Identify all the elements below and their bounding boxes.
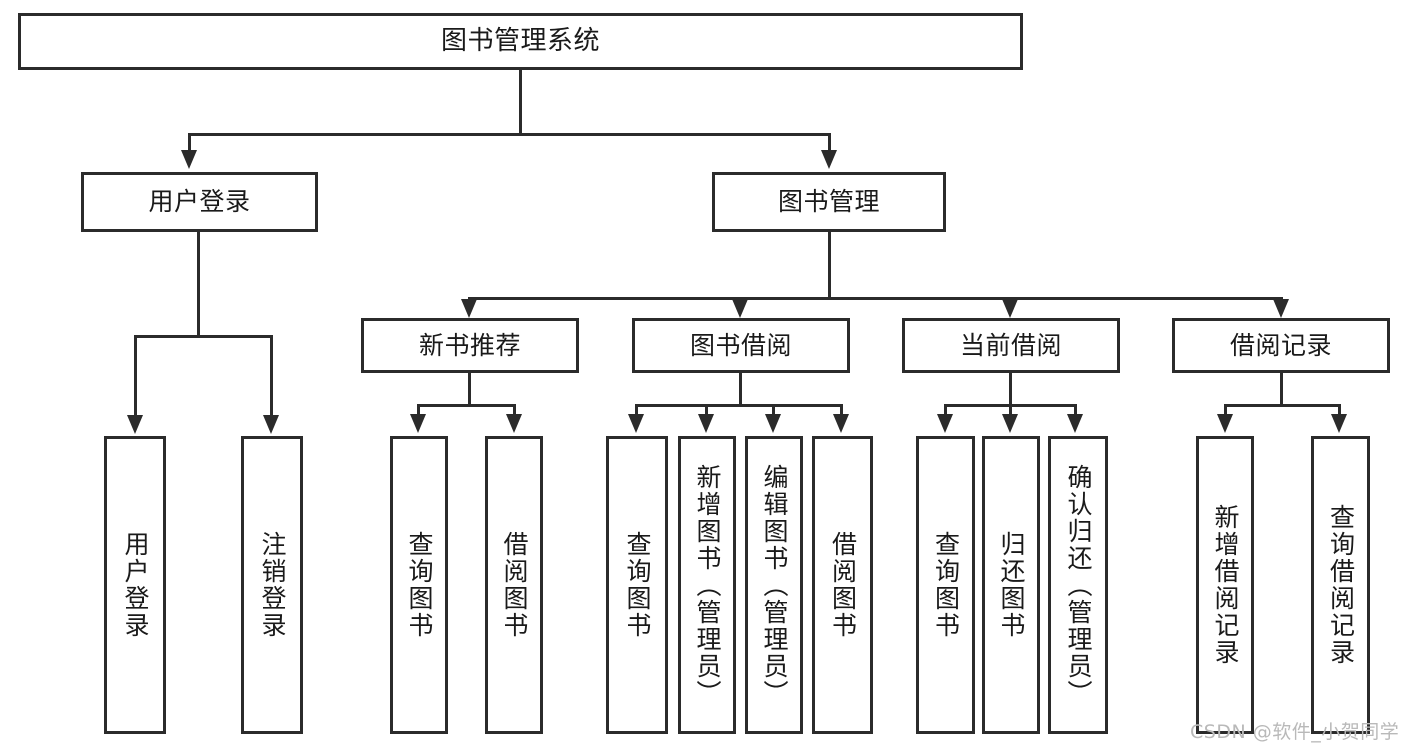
edge-records-bus — [1224, 404, 1341, 407]
edge-records-stem — [1280, 373, 1283, 406]
node-root-system[interactable]: 图书管理系统 — [18, 13, 1023, 70]
arrowhead-current-return — [1002, 414, 1018, 433]
edge-current-to-leaf-1 — [944, 404, 947, 418]
node-label: 查询图书 — [931, 531, 961, 639]
arrowhead-borrow — [732, 299, 748, 318]
leaf-current-return[interactable]: 归还图书 — [982, 436, 1040, 734]
node-borrow-records[interactable]: 借阅记录 — [1172, 318, 1390, 373]
leaf-borrow-edit-book[interactable]: 编辑图书（管理员） — [745, 436, 803, 734]
edge-root-bus — [188, 133, 831, 136]
node-label: 借阅图书 — [500, 531, 529, 639]
arrowhead-leaf-logout — [263, 415, 279, 434]
arrowhead-leaf-user-login — [127, 415, 143, 434]
arrowhead-borrow-lend — [833, 414, 849, 433]
node-label: 用户登录 — [148, 187, 251, 217]
edge-current-to-leaf-3 — [1074, 404, 1077, 418]
leaf-borrow-add-book[interactable]: 新增图书（管理员） — [678, 436, 736, 734]
arrowhead-current-confirm — [1067, 414, 1083, 433]
leaf-records-query[interactable]: 查询借阅记录 — [1311, 436, 1370, 734]
edge-user-login-bus — [134, 335, 273, 338]
node-label: 查询图书 — [623, 531, 652, 639]
arrowhead-new-books-borrow — [506, 414, 522, 433]
node-label: 编辑图书（管理员） — [760, 463, 789, 707]
edge-new-books-to-leaf-1 — [417, 404, 420, 418]
node-label: 注销登录 — [258, 531, 287, 639]
edge-root-stem — [519, 70, 522, 133]
arrowhead-new-books — [461, 299, 477, 318]
node-label: 新书推荐 — [418, 330, 521, 360]
node-user-login[interactable]: 用户登录 — [81, 172, 318, 232]
arrowhead-new-books-query — [410, 414, 426, 433]
node-label: 查询图书 — [405, 531, 434, 639]
node-label: 图书借阅 — [689, 330, 792, 360]
node-label: 归还图书 — [997, 531, 1026, 639]
node-new-book-recommend[interactable]: 新书推荐 — [361, 318, 579, 373]
edge-book-mgmt-stem — [828, 232, 831, 297]
node-label: 查询借阅记录 — [1326, 504, 1356, 666]
leaf-current-confirm-return[interactable]: 确认归还（管理员） — [1048, 436, 1108, 734]
arrowhead-records-add — [1217, 414, 1233, 433]
edge-root-to-book-mgmt — [828, 133, 831, 152]
arrowhead-records-query — [1331, 414, 1347, 433]
edge-root-to-user-login — [188, 133, 191, 152]
leaf-new-books-query[interactable]: 查询图书 — [390, 436, 448, 734]
edge-borrow-to-leaf-3 — [772, 404, 775, 418]
edge-records-to-leaf-1 — [1224, 404, 1227, 418]
leaf-new-books-borrow[interactable]: 借阅图书 — [485, 436, 543, 734]
arrowhead-records — [1273, 299, 1289, 318]
edge-book-mgmt-bus — [468, 297, 1283, 300]
edge-borrow-to-leaf-1 — [635, 404, 638, 418]
node-label: 借阅图书 — [828, 531, 858, 639]
csdn-watermark: CSDN @软件_小贺同学 — [1190, 721, 1400, 743]
leaf-borrow-lend-book[interactable]: 借阅图书 — [812, 436, 873, 734]
edge-current-to-leaf-2 — [1009, 404, 1012, 418]
edge-new-books-stem — [468, 373, 471, 406]
edge-user-login-stem — [197, 232, 200, 335]
node-book-borrow[interactable]: 图书借阅 — [632, 318, 850, 373]
edge-borrow-to-leaf-2 — [705, 404, 708, 418]
arrowhead-borrow-query — [628, 414, 644, 433]
edge-current-stem — [1009, 373, 1012, 406]
edge-user-login-to-leaf-1 — [134, 335, 137, 417]
node-label: 确认归还（管理员） — [1064, 463, 1093, 707]
arrowhead-user-login — [181, 150, 197, 169]
arrowhead-current — [1002, 299, 1018, 318]
leaf-current-query[interactable]: 查询图书 — [916, 436, 975, 734]
edge-records-to-leaf-2 — [1338, 404, 1341, 418]
node-current-borrow[interactable]: 当前借阅 — [902, 318, 1120, 373]
leaf-user-login[interactable]: 用户登录 — [104, 436, 166, 734]
node-book-management[interactable]: 图书管理 — [712, 172, 946, 232]
arrowhead-borrow-edit — [765, 414, 781, 433]
node-label: 新增借阅记录 — [1211, 504, 1240, 666]
arrowhead-borrow-add — [698, 414, 714, 433]
edge-borrow-to-leaf-4 — [840, 404, 843, 418]
edge-new-books-bus — [417, 404, 516, 407]
edge-borrow-stem — [739, 373, 742, 406]
node-label: 新增图书（管理员） — [693, 463, 722, 707]
node-label: 图书管理系统 — [440, 26, 600, 57]
arrowhead-current-query — [937, 414, 953, 433]
edge-user-login-to-leaf-2 — [270, 335, 273, 417]
node-label: 图书管理 — [777, 187, 880, 217]
node-label: 用户登录 — [121, 531, 150, 639]
arrowhead-book-mgmt — [821, 150, 837, 169]
leaf-logout[interactable]: 注销登录 — [241, 436, 303, 734]
edge-borrow-bus — [635, 404, 843, 407]
node-label: 当前借阅 — [959, 330, 1062, 360]
leaf-borrow-query[interactable]: 查询图书 — [606, 436, 668, 734]
node-label: 借阅记录 — [1229, 330, 1332, 360]
leaf-records-add[interactable]: 新增借阅记录 — [1196, 436, 1254, 734]
edge-new-books-to-leaf-2 — [513, 404, 516, 418]
